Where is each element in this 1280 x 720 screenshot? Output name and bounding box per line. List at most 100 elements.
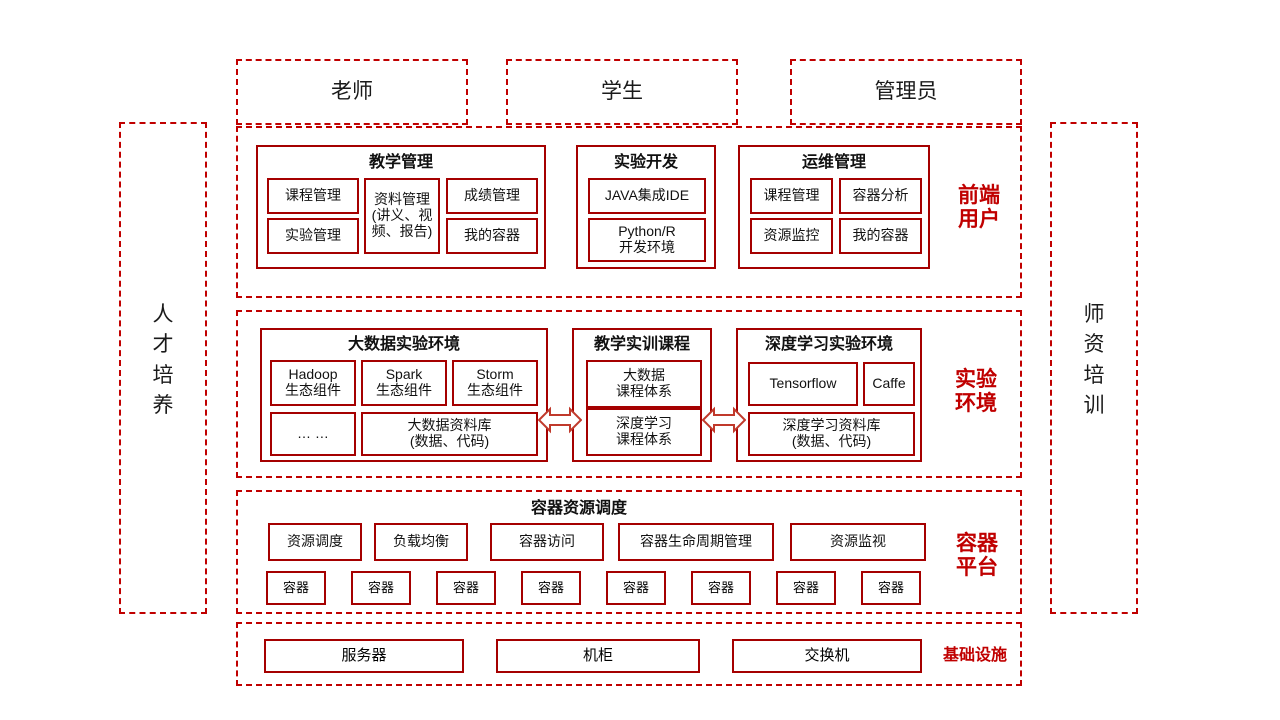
infra-server[interactable]: 服务器 — [264, 639, 464, 673]
actor-box-teacher: 老师 — [236, 59, 468, 125]
actor-box-student: 学生 — [506, 59, 738, 125]
service-label: 负载均衡 — [393, 533, 449, 550]
item-label-line2: 生态组件 — [376, 382, 432, 398]
actor-box-admin: 管理员 — [790, 59, 1022, 125]
group-ops-management: 运维管理 课程管理 容器分析 资源监控 我的容器 — [738, 145, 930, 269]
item-label: 我的容器 — [852, 227, 909, 244]
side-panel-left-text: 人 才 培 养 — [121, 300, 205, 422]
container-instance-5[interactable]: 容器 — [691, 571, 751, 605]
actor-label-teacher: 老师 — [331, 80, 373, 104]
service-resource-monitoring[interactable]: 资源监视 — [790, 523, 926, 561]
service-container-access[interactable]: 容器访问 — [490, 523, 604, 561]
group-title-training-courses: 教学实训课程 — [593, 336, 690, 353]
side-char-right-3: 训 — [1083, 394, 1105, 418]
infra-label: 服务器 — [341, 646, 387, 664]
container-label: 容器 — [877, 579, 904, 595]
actor-label-student: 学生 — [601, 80, 643, 104]
item-my-container-teaching[interactable]: 我的容器 — [446, 218, 538, 254]
group-title-teaching-management: 教学管理 — [368, 154, 433, 171]
item-container-analysis[interactable]: 容器分析 — [839, 178, 922, 214]
item-bigdata-repository[interactable]: 大数据资料库 (数据、代码) — [361, 412, 538, 456]
item-label-line1: 大数据 — [623, 367, 665, 384]
group-bigdata-environment: 大数据实验环境 Hadoop 生态组件 Spark 生态组件 Storm 生态组… — [260, 328, 548, 462]
item-python-r-environment[interactable]: Python/R 开发环境 — [588, 218, 706, 262]
item-label-line3: 频、报告) — [371, 222, 433, 239]
side-char-left-2: 培 — [152, 363, 174, 387]
item-hadoop-ecosystem[interactable]: Hadoop 生态组件 — [270, 360, 356, 406]
item-caffe[interactable]: Caffe — [863, 362, 915, 406]
layer-label-container-platform: 容器 平台 — [936, 520, 1018, 592]
side-char-left-3: 养 — [152, 394, 174, 418]
infra-label: 机柜 — [582, 646, 613, 664]
item-label: 成绩管理 — [464, 187, 520, 204]
side-char-right-2: 培 — [1083, 363, 1105, 387]
item-material-management[interactable]: 资料管理 (讲义、视 频、报告) — [364, 178, 440, 254]
item-label: JAVA集成IDE — [604, 187, 690, 204]
item-deeplearning-repository[interactable]: 深度学习资料库 (数据、代码) — [748, 412, 915, 456]
group-title-bigdata-environment: 大数据实验环境 — [347, 336, 460, 353]
side-char-left-0: 人 — [152, 303, 174, 326]
layer-label-text: 基础设施 — [942, 646, 1007, 664]
layer-label-line1: 前端 — [958, 183, 1000, 207]
item-experiment-management[interactable]: 实验管理 — [267, 218, 359, 254]
item-label-line1: Python/R — [618, 223, 676, 240]
item-label-line1: 资料管理 — [374, 191, 430, 208]
infra-rack[interactable]: 机柜 — [496, 639, 700, 673]
group-title-ops-management: 运维管理 — [801, 154, 866, 171]
service-label: 容器访问 — [519, 533, 575, 550]
item-course-management[interactable]: 课程管理 — [267, 178, 359, 214]
layer-label-line1: 实验 — [955, 367, 997, 391]
group-title-container-scheduling: 容器资源调度 — [530, 500, 627, 517]
item-label: 我的容器 — [464, 227, 520, 244]
service-load-balancing[interactable]: 负载均衡 — [374, 523, 468, 561]
group-deeplearning-environment: 深度学习实验环境 Tensorflow Caffe 深度学习资料库 (数据、代码… — [736, 328, 922, 462]
layer-infrastructure: 服务器 机柜 交换机 基础设施 — [236, 622, 1022, 686]
item-label-line2: 生态组件 — [285, 382, 341, 398]
item-java-ide[interactable]: JAVA集成IDE — [588, 178, 706, 214]
side-char-left-1: 才 — [152, 333, 174, 357]
service-container-lifecycle-management[interactable]: 容器生命周期管理 — [618, 523, 774, 561]
service-label: 资源监视 — [830, 533, 886, 550]
container-instance-0[interactable]: 容器 — [266, 571, 326, 605]
group-lab-development: 实验开发 JAVA集成IDE Python/R 开发环境 — [576, 145, 716, 269]
item-course-management-ops[interactable]: 课程管理 — [750, 178, 833, 214]
item-deeplearning-course-system[interactable]: 深度学习 课程体系 — [586, 408, 702, 456]
item-label-line2: (数据、代码) — [409, 433, 490, 449]
item-bigdata-course-system[interactable]: 大数据 课程体系 — [586, 360, 702, 408]
item-tensorflow[interactable]: Tensorflow — [748, 362, 858, 406]
item-my-container-ops[interactable]: 我的容器 — [839, 218, 922, 254]
layer-label-frontend-users: 前端 用户 — [938, 168, 1020, 248]
container-instance-4[interactable]: 容器 — [606, 571, 666, 605]
container-instance-1[interactable]: 容器 — [351, 571, 411, 605]
service-label: 资源调度 — [287, 533, 343, 550]
item-grade-management[interactable]: 成绩管理 — [446, 178, 538, 214]
side-panel-right-text: 师 资 培 训 — [1052, 300, 1136, 422]
item-label: Caffe — [872, 375, 906, 392]
item-label-line1: Spark — [385, 366, 423, 383]
item-label: Tensorflow — [769, 375, 837, 392]
container-instance-6[interactable]: 容器 — [776, 571, 836, 605]
layer-container-platform: 容器资源调度 资源调度 负载均衡 容器访问 容器生命周期管理 资源监视 容器 容… — [236, 490, 1022, 614]
layer-frontend-users: 教学管理 课程管理 实验管理 资料管理 (讲义、视 频、报告) 成绩管理 我的容… — [236, 126, 1022, 298]
container-instance-7[interactable]: 容器 — [861, 571, 921, 605]
item-label-line2: 课程体系 — [616, 383, 672, 399]
item-storm-ecosystem[interactable]: Storm 生态组件 — [452, 360, 538, 406]
container-instance-2[interactable]: 容器 — [436, 571, 496, 605]
item-resource-monitoring[interactable]: 资源监控 — [750, 218, 833, 254]
group-teaching-management: 教学管理 课程管理 实验管理 资料管理 (讲义、视 频、报告) 成绩管理 我的容… — [256, 145, 546, 269]
item-label: … … — [297, 425, 329, 442]
service-resource-scheduling[interactable]: 资源调度 — [268, 523, 362, 561]
item-spark-ecosystem[interactable]: Spark 生态组件 — [361, 360, 447, 406]
item-label: 课程管理 — [763, 187, 820, 204]
service-label: 容器生命周期管理 — [640, 533, 752, 550]
actor-label-admin: 管理员 — [874, 80, 938, 104]
side-char-right-0: 师 — [1083, 303, 1105, 326]
infra-switch[interactable]: 交换机 — [732, 639, 922, 673]
layer-label-line1: 容器 — [956, 531, 998, 555]
container-instance-3[interactable]: 容器 — [521, 571, 581, 605]
container-label: 容器 — [792, 579, 819, 595]
layer-label-line2: 用户 — [958, 208, 1000, 231]
item-label-line1: 大数据资料库 — [407, 417, 492, 434]
arrow-bigdata-to-courses — [538, 406, 582, 434]
